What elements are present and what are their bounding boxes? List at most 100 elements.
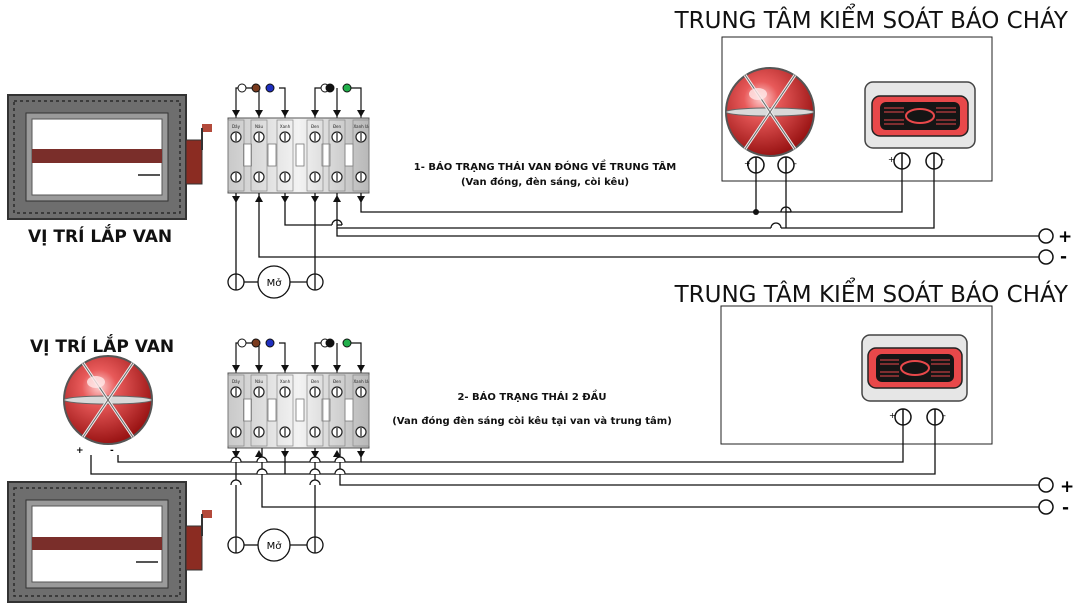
- terminal-gap: [295, 143, 305, 167]
- terminal-slot: [276, 119, 294, 192]
- bottom-horn-terminals: + -: [889, 408, 946, 426]
- top-description-line2: (Van đóng, đèn sáng, còi kêu): [461, 176, 629, 188]
- horn-plus-label: +: [888, 155, 895, 164]
- top-junction-dot: [753, 209, 759, 215]
- terminal-gap: [321, 398, 331, 422]
- arrow-down: [281, 110, 289, 117]
- feeder-wire: [351, 342, 362, 373]
- bottom-description-line2: (Van đóng đèn sáng còi kêu tại van và tr…: [392, 415, 672, 427]
- terminal-gap: [243, 398, 252, 422]
- wire-color-dot: [251, 338, 261, 348]
- feeder-wire: [279, 87, 286, 118]
- terminal-label: Dây: [232, 124, 241, 129]
- bottom-valve-location-label: VỊ TRÍ LẮP VAN: [30, 333, 174, 357]
- wire-color-dot: [342, 83, 352, 93]
- terminal-label: Xanh: [280, 379, 291, 384]
- terminal-slot: [250, 119, 268, 192]
- terminal-slot: [306, 374, 324, 447]
- arrow-down: [311, 365, 319, 372]
- terminal-gap: [243, 143, 252, 167]
- bottom-horn: [861, 334, 968, 402]
- terminal-slot: [306, 119, 324, 192]
- terminal-label: Xanh: [280, 124, 291, 129]
- bottom-fire-damper: [7, 481, 212, 603]
- terminal-label: Xanh lá: [353, 124, 369, 129]
- top-horn: [864, 81, 976, 149]
- top-siren-terminals: + -: [744, 156, 797, 174]
- arrow-down: [311, 110, 319, 117]
- wire-color-dot: [237, 338, 247, 348]
- arrow-down: [333, 110, 341, 117]
- feeder-wire: [279, 342, 286, 373]
- bottom-horn-plus: +: [889, 411, 896, 420]
- bottom-lamp-plus: +: [76, 446, 84, 456]
- terminal-label: Nâu: [255, 124, 263, 129]
- horn-minus-label: -: [942, 155, 945, 164]
- wire-color-dot: [251, 83, 261, 93]
- wire-color-dot: [237, 83, 247, 93]
- top-fire-damper: [7, 94, 212, 220]
- terminal-label: Nâu: [255, 379, 263, 384]
- top-motor-label: Mở: [267, 277, 283, 289]
- siren-minus-label: -: [794, 159, 797, 168]
- terminal-slot: [352, 119, 370, 192]
- terminal-gap: [295, 398, 305, 422]
- terminal-gap: [321, 143, 331, 167]
- bottom-wire-crossings: [230, 456, 346, 486]
- terminal-slot: [328, 119, 346, 192]
- arrow-down: [357, 365, 365, 372]
- terminal-label: Đen: [311, 124, 320, 129]
- bottom-motor-label: Mở: [267, 540, 283, 552]
- wire-color-dot: [325, 83, 335, 93]
- terminal-slot: [227, 119, 245, 192]
- arrow-down: [357, 110, 365, 117]
- feeder-wire: [314, 87, 323, 118]
- terminal-label: Dây: [232, 379, 241, 384]
- bottom-siren-lamp: + -: [63, 355, 153, 456]
- arrow-up: [255, 450, 263, 457]
- arrow-down: [281, 365, 289, 372]
- terminal-slot: [328, 374, 346, 447]
- wire-color-dot: [325, 338, 335, 348]
- bottom-horn-minus: -: [943, 411, 946, 420]
- bottom-center-title: TRUNG TÂM KIỂM SOÁT BÁO CHÁY: [674, 278, 1069, 308]
- top-supply-minus: -: [1060, 247, 1067, 267]
- top-wiring: [235, 169, 1040, 275]
- top-valve-location-label: VỊ TRÍ LẮP VAN: [28, 223, 172, 247]
- terminal-slot: [276, 374, 294, 447]
- wire-color-dot: [265, 83, 275, 93]
- arrow-up: [333, 450, 341, 457]
- top-motor: Mở: [227, 265, 324, 299]
- terminal-label: Xanh lá: [353, 379, 369, 384]
- bottom-supply-minus: -: [1062, 498, 1069, 518]
- arrow-down: [255, 365, 263, 372]
- arrow-down: [255, 110, 263, 117]
- bottom-supply-terminals: + -: [1038, 477, 1074, 518]
- terminal-gap: [267, 398, 277, 422]
- bottom-description-line1: 2- BÁO TRẠNG THÁI 2 ĐẦU: [457, 389, 606, 403]
- terminal-gap: [344, 398, 354, 422]
- feeder-wire: [235, 342, 255, 373]
- terminal-gap: [267, 143, 277, 167]
- siren-plus-label: +: [744, 159, 751, 168]
- top-supply-terminals: + -: [1038, 227, 1072, 267]
- bottom-supply-plus: +: [1060, 477, 1074, 497]
- wire-color-dot: [265, 338, 275, 348]
- bottom-motor: Mở: [227, 528, 324, 562]
- wire-color-dot: [342, 338, 352, 348]
- top-description-line1: 1- BÁO TRẠNG THÁI VAN ĐÓNG VỀ TRUNG TÂM: [414, 159, 677, 173]
- feeder-wire: [235, 87, 255, 118]
- feeder-wire: [314, 342, 323, 373]
- terminal-slot: [250, 374, 268, 447]
- top-terminal-block: Dây Nâu Xanh Đen Đen Xanh lá: [227, 83, 370, 203]
- feeder-wire: [351, 87, 362, 118]
- top-center-title: TRUNG TÂM KIỂM SOÁT BÁO CHÁY: [674, 4, 1069, 34]
- top-horn-terminals: + -: [888, 152, 945, 170]
- terminal-label: Đen: [333, 124, 342, 129]
- terminal-gap: [344, 143, 354, 167]
- arrow-down: [333, 365, 341, 372]
- arrow-down: [232, 365, 240, 372]
